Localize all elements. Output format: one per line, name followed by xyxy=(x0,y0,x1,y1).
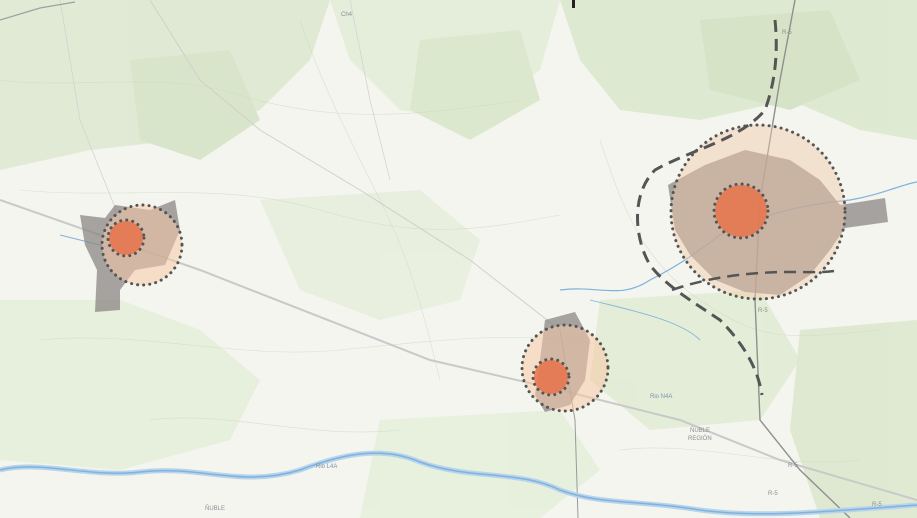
label-river-east: Rio N4A xyxy=(650,394,672,400)
road-local-c xyxy=(59,0,121,221)
top-edge-mark xyxy=(572,0,575,8)
core-circle-east xyxy=(715,185,767,237)
dotted-ring-central-outer xyxy=(520,323,610,413)
label-place-southeast: ÑUBLE xyxy=(690,427,710,434)
dotted-ring-west-inner xyxy=(106,218,146,258)
label-road-east-d: R-5 xyxy=(768,491,778,497)
map-labels: Ch4 Rio L4A Rio N4A R-5 R-5 R-5 R-5 ÑUBL… xyxy=(205,12,882,512)
river-east-branch xyxy=(589,299,701,341)
dotted-ring-east-inner xyxy=(712,182,770,240)
core-circle-west xyxy=(109,221,143,255)
core-circle-central xyxy=(534,360,568,394)
label-road-north: Ch4 xyxy=(341,12,353,18)
label-place-south: ÑUBLE xyxy=(205,505,225,512)
label-road-east-a: R-5 xyxy=(782,30,792,36)
dotted-ring-west-outer xyxy=(100,203,184,287)
label-road-east-c: R-5 xyxy=(788,463,798,469)
dashed-boundary xyxy=(636,19,778,396)
road-local-d xyxy=(349,0,391,181)
dotted-rings xyxy=(100,123,847,413)
dashed-boundary-inner xyxy=(671,268,841,292)
label-place-bottom-right: R-5 xyxy=(872,502,882,508)
dotted-ring-central-inner xyxy=(531,357,571,397)
core-zones xyxy=(109,185,767,394)
road-local-a xyxy=(149,0,561,331)
label-place-southeast-b: REGIÓN xyxy=(688,435,712,442)
label-river-west: Rio L4A xyxy=(316,464,337,470)
dotted-ring-east-outer xyxy=(669,123,847,301)
terrain-lines xyxy=(0,19,881,463)
label-road-east-b: R-5 xyxy=(758,308,768,314)
corner-road-fragment xyxy=(0,1,76,21)
